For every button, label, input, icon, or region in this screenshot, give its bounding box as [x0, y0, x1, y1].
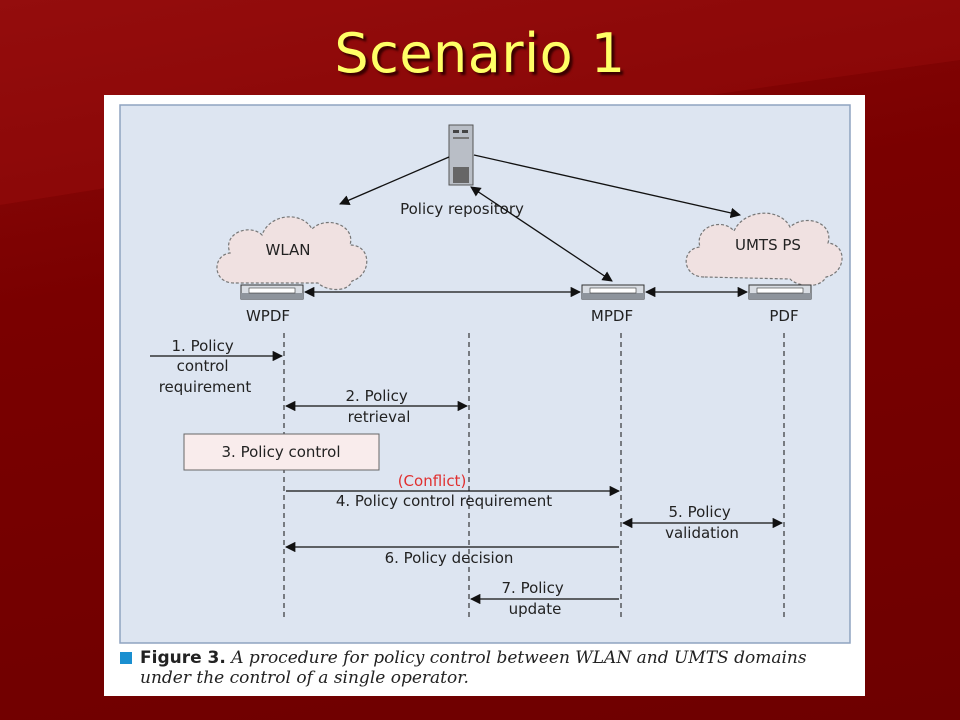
figure-panel: Policy repository WLAN UMTS PS WPDF MPDF	[104, 95, 865, 696]
wpdf-router-icon	[240, 284, 304, 300]
label-pdf: PDF	[769, 307, 798, 325]
step-1-label: 1. Policy control requirement	[159, 337, 252, 396]
label-wlan: WLAN	[265, 241, 310, 259]
conflict-label: (Conflict)	[398, 472, 467, 490]
arrow-repo-to-umts	[473, 154, 742, 219]
label-umts-ps: UMTS PS	[735, 236, 801, 254]
label-mpdf: MPDF	[591, 307, 633, 325]
label-policy-repository: Policy repository	[400, 200, 524, 218]
label-wpdf: WPDF	[246, 307, 290, 325]
caption-square-icon	[120, 652, 132, 664]
umts-cloud	[685, 212, 843, 287]
step-3-label: 3. Policy control	[222, 443, 341, 461]
step-6-label: 6. Policy decision	[385, 549, 514, 567]
step-7-label: 7. Policy update	[501, 579, 568, 618]
server-icon	[448, 124, 474, 186]
policy-control-diagram: Policy repository WLAN UMTS PS WPDF MPDF	[119, 104, 851, 644]
caption-figure-number: Figure 3.	[140, 648, 226, 668]
step-4-label: 4. Policy control requirement	[336, 492, 552, 510]
slide-title: Scenario 1	[334, 22, 626, 85]
figure-caption: Figure 3. A procedure for policy control…	[140, 648, 855, 688]
pdf-router-icon	[748, 284, 812, 300]
wlan-cloud	[216, 216, 368, 291]
step-2-label: 2. Policy retrieval	[345, 387, 412, 426]
mpdf-router-icon	[581, 284, 645, 300]
arrow-repo-to-wlan	[339, 156, 450, 206]
arrow-repo-mpdf	[470, 186, 613, 282]
caption-text: A procedure for policy control between W…	[140, 648, 807, 688]
step-5-label: 5. Policy validation	[665, 503, 739, 542]
step-3-box	[183, 433, 380, 471]
